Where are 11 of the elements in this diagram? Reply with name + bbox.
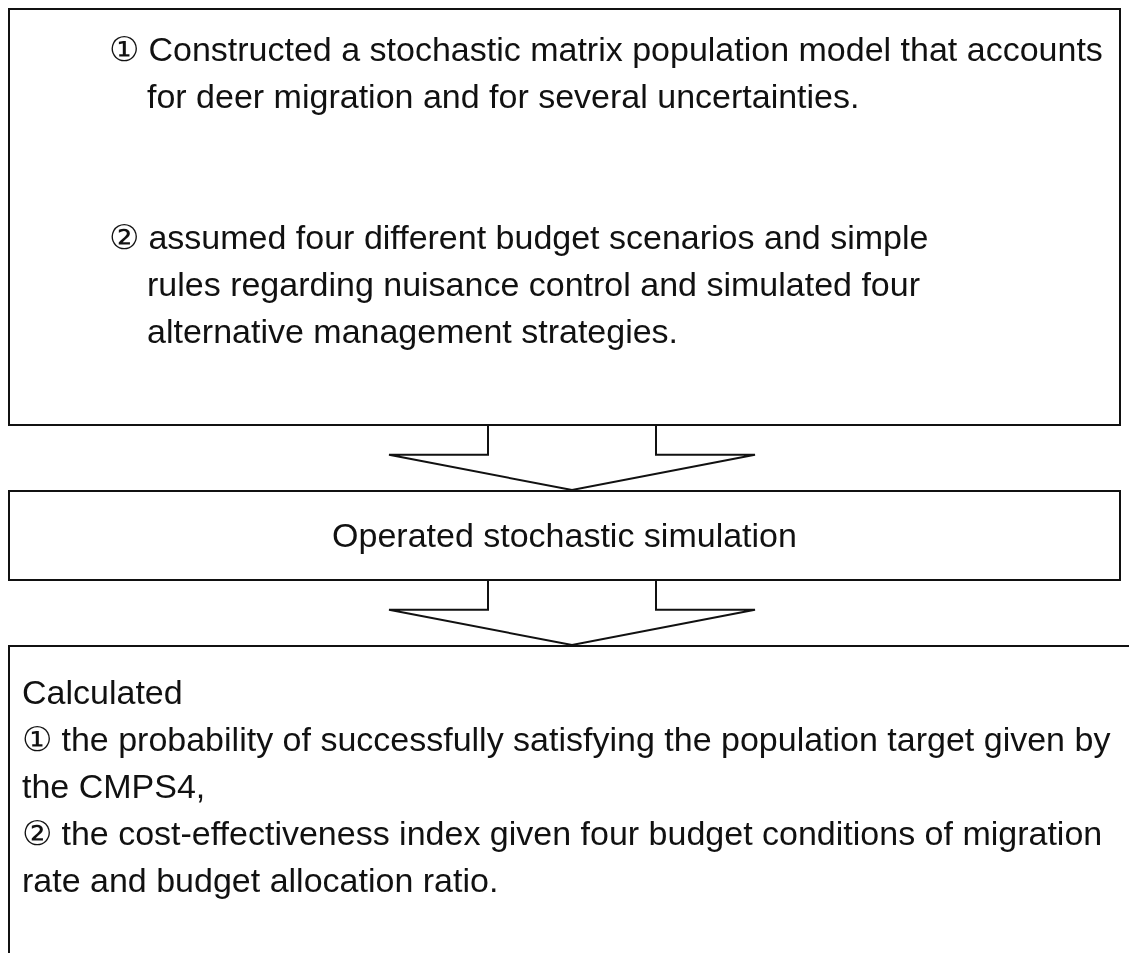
step-text: ② the cost-effectiveness index given four budget conditions of migration rate and budget allocation ratio.: [22, 813, 1104, 901]
result-box: [8, 645, 1129, 953]
step-text: Operated stochastic simulation: [331, 515, 798, 556]
step-box: [8, 8, 1121, 426]
block-arrow: [388, 580, 756, 646]
step-text: ① Constructed a stochastic matrix population model that accounts for deer migration and for several uncertainties.: [109, 29, 1104, 117]
step-text: Calculated: [22, 672, 184, 713]
block-arrow: [388, 425, 756, 491]
step-text: ② assumed four different budget scenarios and simple rules regarding nuisance control and simulated four alternative management strategies.: [109, 217, 930, 352]
step-text: ① the probability of successfully satisfying the population target given by the CMPS4,: [22, 719, 1112, 807]
process-box: [8, 490, 1121, 581]
